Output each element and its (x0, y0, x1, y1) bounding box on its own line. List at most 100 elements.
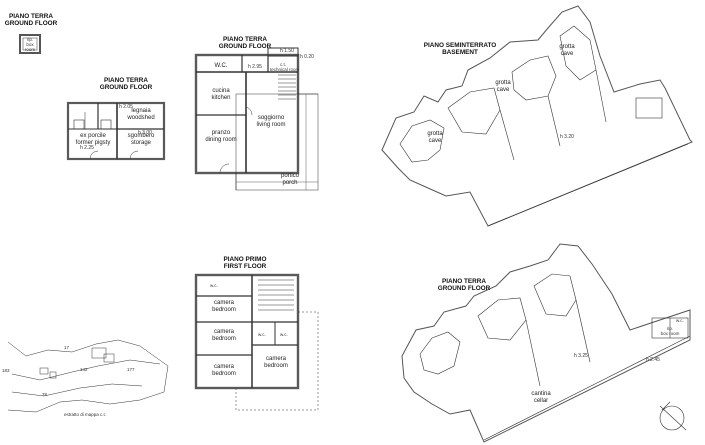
annex-sheet-title: PIANO TERRA GROUND FLOOR (96, 77, 156, 91)
bed2-it: camera (213, 329, 234, 335)
box-room-label: rip. box room (22, 37, 38, 52)
bedroom-3-label: camera bedroom (202, 364, 246, 378)
cave1-en: cave (428, 138, 442, 144)
cellar-label: cantina cellar (524, 391, 558, 405)
box-room-label-it: rip. (26, 37, 34, 42)
cave2-en: cave (496, 87, 510, 93)
cellar-box-en: box room (660, 331, 680, 336)
pigsty-it: ex porcile (80, 133, 106, 139)
cave3-en: cave (560, 51, 574, 57)
woodshed-label: legnaia woodshed (120, 108, 162, 122)
cellar-box-it: rip. (666, 326, 674, 331)
cellar-sheet-title: PIANO TERRA GROUND FLOOR (432, 278, 496, 292)
parcel-183: 183 (2, 368, 10, 373)
woodshed-it: legnaia (131, 108, 151, 114)
cadastral-caption: estratto di mappa c.t. (64, 412, 107, 417)
main-title-it: PIANO TERRA (222, 36, 268, 43)
cave-2-label: grotta cave (488, 80, 518, 94)
storage-en: storage (130, 140, 151, 146)
cellar-title-en: GROUND FLOOR (437, 285, 491, 292)
bed1-en: bedroom (212, 307, 236, 313)
annex-dim-3: h 2.25 (80, 145, 94, 151)
box-sheet-title: PIANO TERRA GROUND FLOOR (4, 13, 58, 27)
pigsty-en: former pigsty (75, 140, 111, 146)
living-en: living room (256, 122, 286, 128)
cellar-it: cantina (531, 391, 551, 397)
cellar-en: cellar (533, 398, 549, 404)
box-sheet-title-it: PIANO TERRA (8, 13, 54, 20)
box-sheet-title-en: GROUND FLOOR (4, 20, 58, 27)
storage-label: sgombero storage (120, 133, 162, 147)
annex-title-en: GROUND FLOOR (99, 84, 153, 91)
main-ground-floor-plan (194, 47, 319, 191)
first-floor-plan (194, 273, 319, 411)
annex-title-it: PIANO TERRA (103, 77, 149, 84)
cellar-box-label: rip. box room (652, 326, 688, 336)
parcel-78: 78 (42, 392, 48, 397)
cadastral-map (7, 339, 169, 413)
cellar-dim-2: h 2.45 (646, 357, 660, 363)
main-dim-3: h 2.95 (248, 64, 262, 70)
ct-it: c.t. (279, 62, 286, 67)
wc-label: W.C. (214, 63, 228, 69)
annex-dim-2: h 3.00 (138, 130, 152, 136)
first-floor-title: PIANO PRIMO FIRST FLOOR (214, 256, 276, 270)
basement-title-it: PIANO SEMINTERRATO (423, 42, 497, 49)
annex-plan (66, 101, 166, 161)
bedroom-4-label: camera bedroom (256, 356, 296, 370)
kitchen-en: kitchen (211, 95, 231, 101)
porch-it: portico (280, 173, 299, 179)
box-room-label-en2: room (24, 47, 36, 52)
dining-en: dining room (205, 137, 237, 143)
ct-en: technical room (270, 67, 300, 72)
bedroom-1-label: camera bedroom (202, 300, 246, 314)
dining-it: pranzo (211, 130, 231, 136)
cellar-dim-1: h 3.25 (574, 353, 588, 359)
bed2-en: bedroom (212, 336, 236, 342)
porch-en: porch (282, 180, 298, 186)
kitchen-label: cucina kitchen (200, 88, 242, 102)
ct-label: c.t. technical room (270, 62, 300, 72)
basement-title-en: BASEMENT (442, 49, 478, 56)
bedroom-2-label: camera bedroom (202, 329, 246, 343)
cave-1-label: grotta cave (420, 131, 450, 145)
basement-plan (381, 5, 693, 227)
porch-label: portico porch (276, 173, 304, 187)
bed1-it: camera (213, 300, 234, 306)
cellar-title-it: PIANO TERRA (441, 278, 487, 285)
basement-title: PIANO SEMINTERRATO BASEMENT (420, 42, 500, 56)
bed3-it: camera (213, 364, 234, 370)
living-label: soggiorno living room (250, 115, 292, 129)
main-dim-1: h 1.50 (280, 48, 294, 54)
parcel-177: 177 (127, 367, 135, 372)
bed4-it: camera (265, 356, 286, 362)
cave3-it: grotta (559, 44, 575, 50)
living-it: soggiorno (257, 115, 285, 121)
main-dim-2: h 0.20 (300, 54, 314, 60)
box-room-label-en1: box (26, 42, 34, 47)
first-title-it: PIANO PRIMO (223, 256, 267, 263)
box-room-plan (19, 34, 41, 54)
first-title-en: FIRST FLOOR (223, 263, 267, 270)
main-sheet-title: PIANO TERRA GROUND FLOOR (214, 36, 276, 50)
bed4-en: bedroom (264, 363, 288, 369)
cellar-wc-label: w.c. (676, 318, 684, 323)
cave-3-label: grotta cave (552, 44, 582, 58)
ff-wc-2: w.c. (258, 332, 266, 337)
parcel-142: 142 (80, 367, 88, 372)
dining-label: pranzo dining room (200, 130, 242, 144)
ff-wc-small: w.c. (210, 283, 218, 288)
basement-dim-1: h 3.20 (560, 134, 574, 140)
bed3-en: bedroom (212, 371, 236, 377)
woodshed-en: woodshed (127, 115, 155, 121)
ff-wc-3: w.c. (280, 332, 288, 337)
parcel-17: 17 (64, 345, 70, 350)
pigsty-label: ex porcile former pigsty (70, 133, 116, 147)
annex-dim-1: h 2.05 (119, 104, 133, 110)
main-title-en: GROUND FLOOR (218, 43, 272, 50)
storage-it: sgombero (127, 133, 155, 139)
cave1-it: grotta (427, 131, 443, 137)
cellar-plan (401, 243, 691, 443)
cave2-it: grotta (495, 80, 511, 86)
